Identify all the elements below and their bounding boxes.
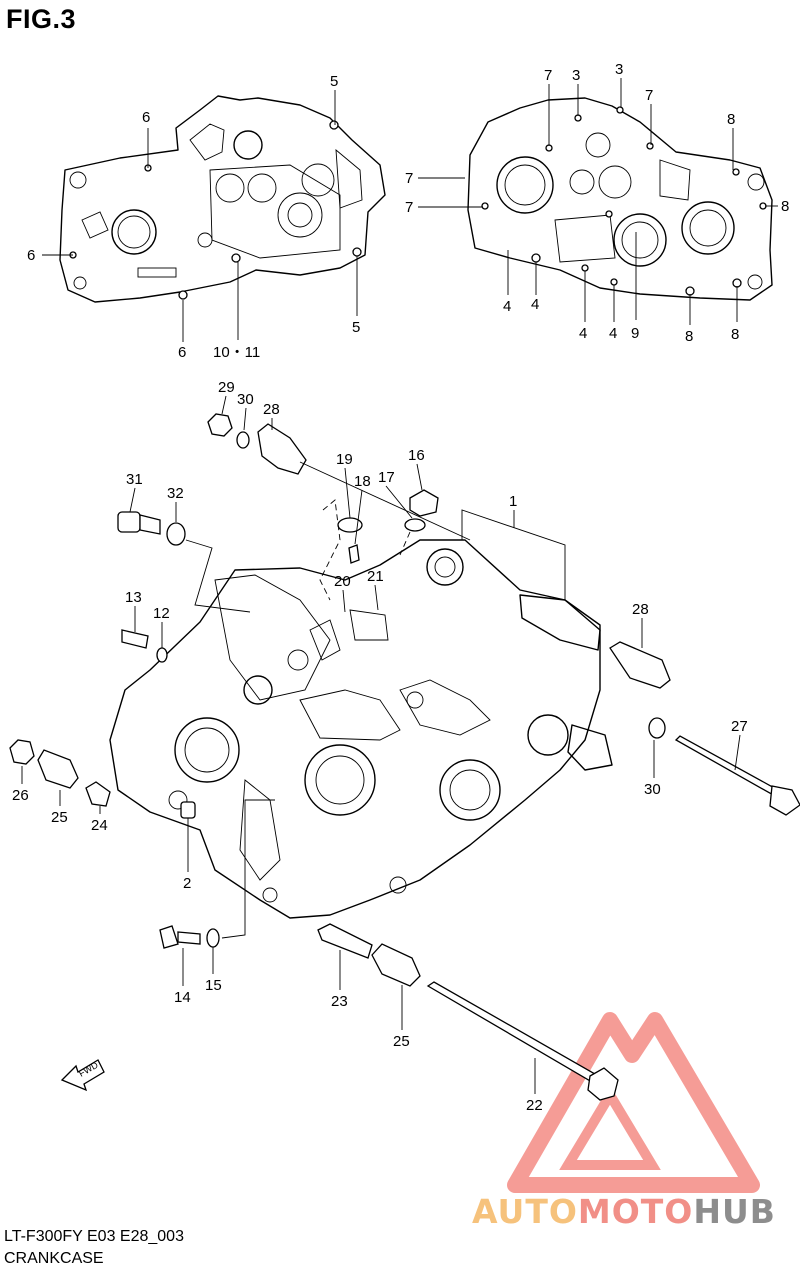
callout-22: 22 [526,1097,543,1114]
callout-8-d: 8 [731,326,739,343]
watermark-triangle [507,1012,760,1193]
callout-28-right: 28 [632,601,649,618]
callout-16: 16 [408,447,425,464]
callout-25-left: 25 [51,809,68,826]
callout-13: 13 [125,589,142,606]
callout-10-11: 10・11 [213,344,260,361]
callout-7-b: 7 [645,87,653,104]
callout-15: 15 [205,977,222,994]
callout-24: 24 [91,817,108,834]
callout-8-c: 8 [685,328,693,345]
callout-21: 21 [367,568,384,585]
model-code-caption: LT-F300FY E03 E28_003 [4,1228,184,1245]
brand-moto: MOTO [577,1192,694,1231]
callout-4-b: 4 [531,296,539,313]
callout-7-c: 7 [405,170,413,187]
callout-20: 20 [334,573,351,590]
figure-title: FIG.3 [6,4,77,34]
callout-1: 1 [509,493,517,510]
callout-25-bottom: 25 [393,1033,410,1050]
callout-5-bottom: 5 [352,319,360,336]
callout-30-right: 30 [644,781,661,798]
callout-9: 9 [631,325,639,342]
callout-30-top: 30 [237,391,254,408]
callout-8-a: 8 [727,111,735,128]
fasteners-and-components: FWD [9,413,800,1101]
callout-4-c: 4 [579,325,587,342]
callout-12: 12 [153,605,170,622]
callout-6-top: 6 [142,109,150,126]
callout-18: 18 [354,473,371,490]
section-name-caption: CRANKCASE [4,1250,104,1267]
callout-5-top: 5 [330,73,338,90]
callout-14: 14 [174,989,191,1006]
brand-hub: HUB [693,1192,776,1231]
callout-4-a: 4 [503,298,511,315]
callout-31: 31 [126,471,143,488]
callout-3-b: 3 [615,61,623,78]
callout-2: 2 [183,875,191,892]
callout-23: 23 [331,993,348,1010]
callout-7-d: 7 [405,199,413,216]
callout-19: 19 [336,451,353,468]
callout-4-d: 4 [609,325,617,342]
callout-6-bottom: 6 [178,344,186,361]
right-crankcase-half [467,97,773,301]
crankcase-assembly [109,509,613,919]
fwd-arrow-icon: FWD [60,1059,105,1092]
callout-27: 27 [731,718,748,735]
callout-6-left: 6 [27,247,35,264]
brand-auto: AUTO [472,1192,578,1231]
callout-labels: 5 6 6 6 5 10・11 7 3 3 7 8 7 8 7 4 4 4 4 … [12,61,789,1114]
callout-8-b: 8 [781,198,789,215]
callout-32: 32 [167,485,184,502]
callout-17: 17 [378,469,395,486]
brand-watermark: AUTOMOTOHUB [472,1192,776,1231]
callout-7-a: 7 [544,67,552,84]
callout-28-top: 28 [263,401,280,418]
callout-26: 26 [12,787,29,804]
callout-29: 29 [218,379,235,396]
callout-3-a: 3 [572,67,580,84]
leader-lines [21,78,778,1094]
left-crankcase-half [59,95,386,303]
